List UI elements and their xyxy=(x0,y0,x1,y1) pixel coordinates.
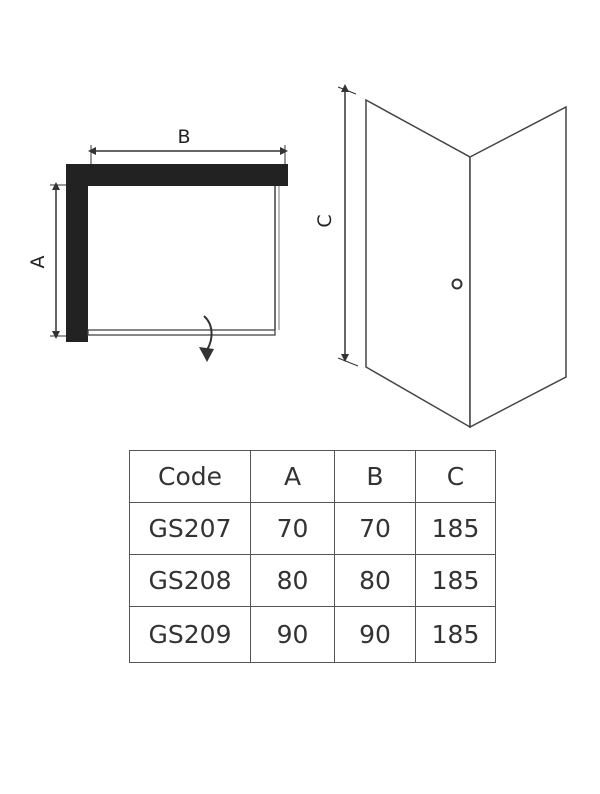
cell-a: 80 xyxy=(250,554,335,607)
cell-code: GS209 xyxy=(129,606,251,663)
door-swing-arrowhead-icon xyxy=(199,347,214,362)
cell-b: 80 xyxy=(334,554,416,607)
door-swing-arrow-icon xyxy=(203,315,213,351)
header-code: Code xyxy=(129,450,251,503)
wall-left xyxy=(66,164,88,342)
door-knob-icon xyxy=(451,278,463,290)
cell-b: 70 xyxy=(334,502,416,555)
wall-top xyxy=(66,164,288,186)
dimension-c-label: C xyxy=(314,214,336,227)
cell-a: 90 xyxy=(250,606,335,663)
table-row: GS207 70 70 185 xyxy=(129,502,496,555)
dimension-c-tick-bottom xyxy=(337,357,359,367)
door-panel xyxy=(87,329,276,336)
cell-c: 185 xyxy=(415,606,496,663)
shower-enclosure-diagram: B A C xyxy=(27,84,567,429)
cell-code: GS207 xyxy=(129,502,251,555)
dimensions-table: Code A B C GS207 70 70 185 GS208 80 80 1… xyxy=(129,450,496,663)
table-row: GS208 80 80 185 xyxy=(129,554,496,607)
cell-a: 70 xyxy=(250,502,335,555)
table-row: GS209 90 90 185 xyxy=(129,606,496,663)
plan-view: B A xyxy=(27,126,288,362)
dimension-c-tick-top xyxy=(337,86,357,95)
side-panel xyxy=(469,105,567,429)
front-door-panel xyxy=(365,98,471,429)
dimension-b-label: B xyxy=(177,126,190,148)
header-a: A xyxy=(250,450,335,503)
header-b: B xyxy=(334,450,416,503)
cell-code: GS208 xyxy=(129,554,251,607)
cell-c: 185 xyxy=(415,554,496,607)
table-header-row: Code A B C xyxy=(129,450,496,503)
header-c: C xyxy=(415,450,496,503)
cell-b: 90 xyxy=(334,606,416,663)
dimension-a-label: A xyxy=(27,256,49,269)
elevation-view: C xyxy=(314,84,567,429)
cell-c: 185 xyxy=(415,502,496,555)
